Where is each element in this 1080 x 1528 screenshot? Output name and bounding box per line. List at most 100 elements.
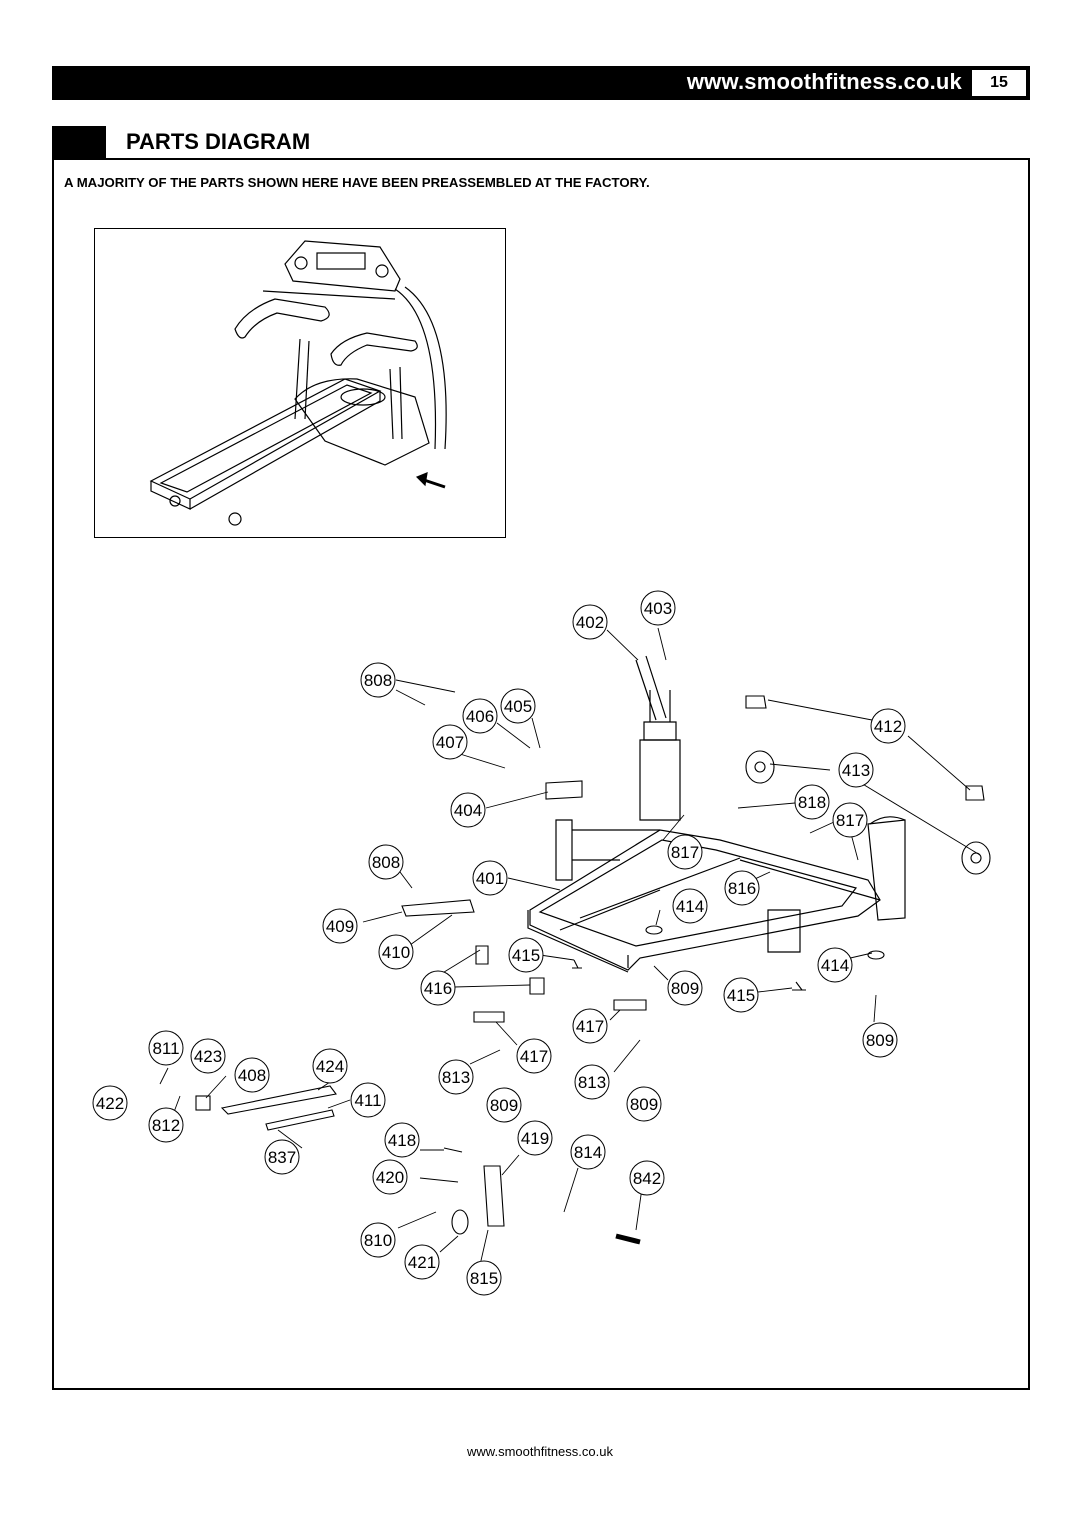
callout-circle [517, 1120, 553, 1156]
callout-label: 413 [842, 761, 870, 780]
callout-label: 422 [96, 1094, 124, 1113]
callout-812: 812 [148, 1107, 184, 1143]
callout-circle [322, 908, 358, 944]
page-number: 15 [972, 70, 1026, 96]
callout-810: 810 [360, 1222, 396, 1258]
callout-label: 808 [364, 671, 392, 690]
callout-circle [404, 1244, 440, 1280]
callout-circle [438, 1059, 474, 1095]
callout-circle [629, 1160, 665, 1196]
callout-label: 415 [512, 946, 540, 965]
callout-circle [466, 1260, 502, 1296]
callout-label: 407 [436, 733, 464, 752]
callout-424: 424 [312, 1048, 348, 1084]
callout-410: 410 [378, 934, 414, 970]
callout-label: 423 [194, 1047, 222, 1066]
callout-circle [817, 947, 853, 983]
callout-403: 403 [640, 590, 676, 626]
callout-circle [92, 1085, 128, 1121]
callout-811: 811 [148, 1030, 184, 1066]
callout-809: 809 [486, 1087, 522, 1123]
callout-label: 809 [671, 979, 699, 998]
callout-label: 411 [354, 1091, 381, 1110]
callout-809: 809 [667, 970, 703, 1006]
assembly-note: A MAJORITY OF THE PARTS SHOWN HERE HAVE … [64, 175, 650, 190]
callout-412: 412 [870, 708, 906, 744]
callout-label: 417 [520, 1047, 548, 1066]
callout-circle [360, 1222, 396, 1258]
callout-414: 414 [672, 888, 708, 924]
callout-418: 418 [384, 1122, 420, 1158]
callout-circle [572, 1008, 608, 1044]
callout-423: 423 [190, 1038, 226, 1074]
callout-814: 814 [570, 1134, 606, 1170]
callout-406: 406 [462, 698, 498, 734]
callout-circle [832, 802, 868, 838]
callout-label: 811 [152, 1039, 179, 1058]
callout-circle [516, 1038, 552, 1074]
callout-circle [190, 1038, 226, 1074]
callout-label: 424 [316, 1057, 344, 1076]
callout-circle [508, 937, 544, 973]
page-title: PARTS DIAGRAM [126, 129, 311, 154]
callout-label: 809 [866, 1031, 894, 1050]
callout-circle [384, 1122, 420, 1158]
callout-label: 837 [268, 1148, 296, 1167]
treadmill-overview-frame [94, 228, 506, 538]
treadmill-illustration [149, 240, 447, 526]
callout-label: 414 [676, 897, 704, 916]
callout-405: 405 [500, 688, 536, 724]
callout-809: 809 [626, 1086, 662, 1122]
callout-401: 401 [472, 860, 508, 896]
callout-408: 408 [234, 1057, 270, 1093]
callout-808: 808 [368, 844, 404, 880]
callout-label: 409 [326, 917, 354, 936]
callout-circle [372, 1159, 408, 1195]
callout-circle [667, 970, 703, 1006]
callout-circle [574, 1064, 610, 1100]
callout-circle [500, 688, 536, 724]
callout-404: 404 [450, 792, 486, 828]
callout-label: 815 [470, 1269, 498, 1288]
callout-label: 404 [454, 801, 482, 820]
callout-422: 422 [92, 1085, 128, 1121]
callout-label: 818 [798, 793, 826, 812]
callout-label: 810 [364, 1231, 392, 1250]
callout-415: 415 [508, 937, 544, 973]
callout-label: 401 [476, 869, 504, 888]
callout-420: 420 [372, 1159, 408, 1195]
callout-circle [572, 604, 608, 640]
callout-circle [794, 784, 830, 820]
callout-413: 413 [838, 752, 874, 788]
callout-label: 410 [382, 943, 410, 962]
callout-circle [148, 1030, 184, 1066]
callout-label: 816 [728, 879, 756, 898]
callout-419: 419 [517, 1120, 553, 1156]
callout-circle [234, 1057, 270, 1093]
footer-url: www.smoothfitness.co.uk [467, 1444, 613, 1459]
small-parts [195, 695, 991, 1245]
callout-circle [420, 970, 456, 1006]
callout-815: 815 [466, 1260, 502, 1296]
callout-circle [378, 934, 414, 970]
callout-label: 402 [576, 613, 604, 632]
callout-label: 419 [521, 1129, 549, 1148]
callout-circle [640, 590, 676, 626]
callout-label: 408 [238, 1066, 266, 1085]
callout-circle [472, 860, 508, 896]
callout-label: 420 [376, 1168, 404, 1187]
callout-label: 812 [152, 1116, 180, 1135]
callout-402: 402 [572, 604, 608, 640]
callout-circle [724, 870, 760, 906]
callout-circle [667, 834, 703, 870]
title-block [52, 126, 106, 158]
callout-417: 417 [516, 1038, 552, 1074]
callout-818: 818 [794, 784, 830, 820]
callout-circle [462, 698, 498, 734]
callout-label: 842 [633, 1169, 661, 1188]
callout-label: 813 [442, 1068, 470, 1087]
callout-label: 813 [578, 1073, 606, 1092]
callout-circle [838, 752, 874, 788]
